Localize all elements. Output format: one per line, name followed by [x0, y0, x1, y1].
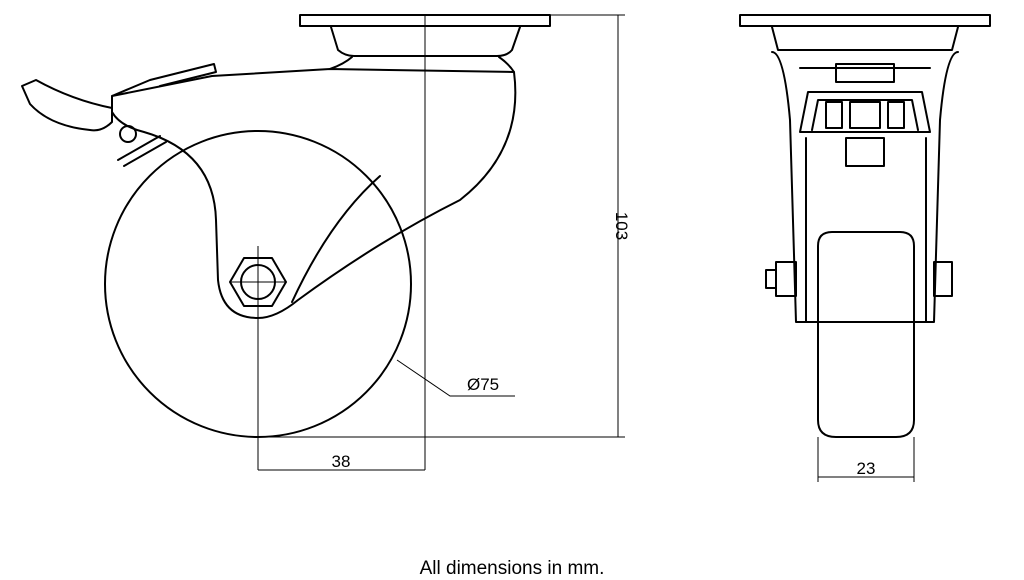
front-axle-thread	[765, 269, 777, 289]
front-fork-outer	[771, 51, 959, 323]
height-dimension-label: 103	[612, 212, 631, 240]
side-brake-pedal	[21, 79, 113, 132]
front-fork-inner	[805, 137, 927, 323]
front-wheel	[817, 231, 915, 438]
side-fork-inner-edge	[291, 175, 381, 303]
front-axle-bolt-head	[775, 261, 797, 297]
diameter-dimension-label: Ø75	[467, 375, 499, 394]
front-axle-nut	[933, 261, 953, 297]
offset-dimension-label: 38	[332, 452, 351, 471]
side-brake-pivot	[119, 125, 137, 143]
front-brake-rib-right	[887, 101, 905, 129]
front-brake-top	[835, 63, 895, 83]
units-note: All dimensions in mm.	[419, 558, 605, 579]
side-fork	[111, 68, 517, 319]
width-dimension-label: 23	[857, 459, 876, 478]
front-swivel-housing	[771, 26, 959, 51]
diameter-leader	[396, 359, 515, 397]
front-view: 23	[739, 14, 991, 482]
front-brake-rib-left	[825, 101, 843, 129]
front-brake-housing-inner	[811, 99, 919, 131]
side-brake-lever-arm	[111, 63, 217, 97]
front-top-plate	[739, 14, 991, 27]
side-view: 103 Ø75 38	[21, 14, 631, 471]
side-brake-pad	[117, 135, 167, 167]
front-brake-housing	[799, 91, 931, 133]
front-brake-rib-center	[849, 101, 881, 129]
front-brake-pad	[845, 137, 885, 167]
